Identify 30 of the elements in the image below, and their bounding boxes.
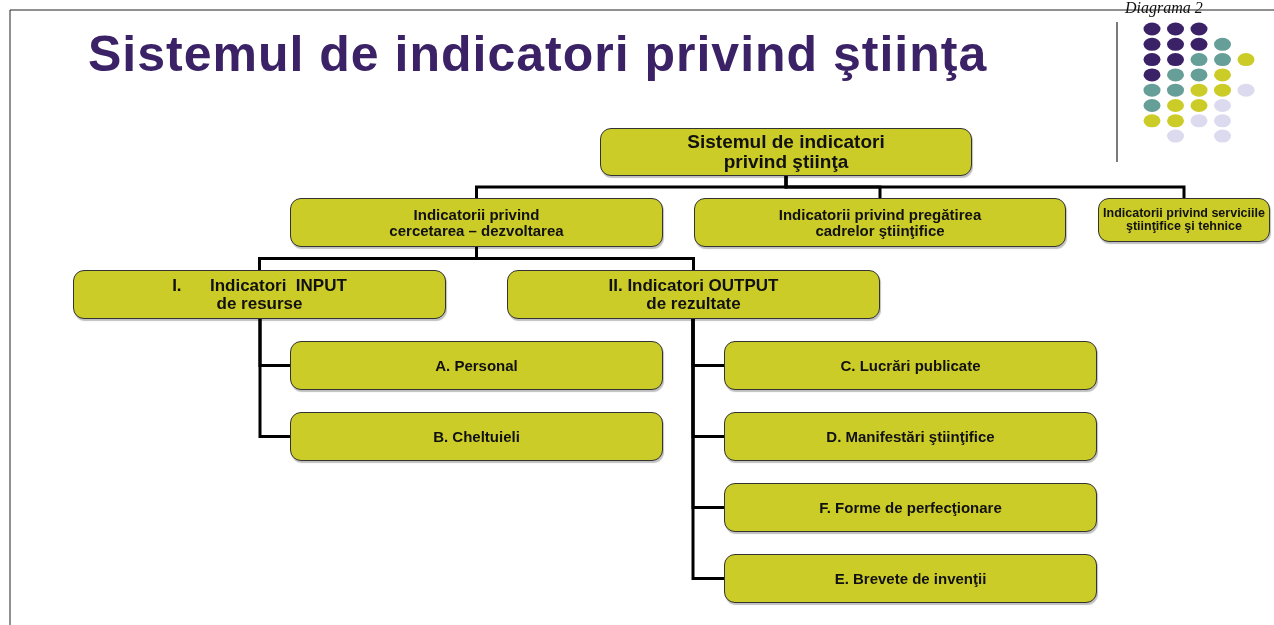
indicator-box (724, 341, 1097, 390)
indicator-box (600, 128, 972, 176)
indicator-box (73, 270, 446, 319)
connector-line (784, 176, 1186, 198)
box-text: A. Personal (435, 357, 518, 374)
indicator-box (290, 412, 663, 461)
indicator-box (290, 198, 663, 247)
box-text: Sistemul de indicatori privind ştiinţa (686, 132, 886, 172)
connector-line (475, 247, 695, 270)
box-text: C. Lucrări publicate (840, 357, 981, 374)
connector-line (691, 319, 724, 580)
box-text: E. Brevete de invenţii (834, 570, 987, 587)
indicator-box (724, 554, 1097, 603)
box-text: II. Indicatori OUTPUT de rezultate (607, 276, 780, 313)
box-text: Indicatorii privind pregătirea cadrelor ştiinţifice (777, 206, 983, 239)
indicator-box (1098, 198, 1270, 242)
box-text: Indicatorii privind cercetarea – dezvoltarea (388, 206, 565, 239)
box-text: F. Forme de perfecţionare (819, 499, 1002, 516)
indicator-box (694, 198, 1066, 247)
connector-line (258, 319, 290, 438)
box-text: B. Cheltuieli (433, 428, 520, 445)
indicator-box (290, 341, 663, 390)
box-text: I. Indicatori INPUT de resurse (171, 276, 348, 313)
slide-title: Sistemul de indicatori privind ştiinţa (88, 28, 989, 80)
indicator-box (724, 483, 1097, 532)
indicator-box (724, 412, 1097, 461)
diagram-number-label: Diagrama 2 (1125, 0, 1203, 16)
box-text: Indicatorii privind serviciile ştiinţifice şi tehnice (1102, 206, 1266, 234)
box-text: D. Manifestări ştiinţifice (826, 428, 995, 445)
indicator-box (507, 270, 880, 319)
